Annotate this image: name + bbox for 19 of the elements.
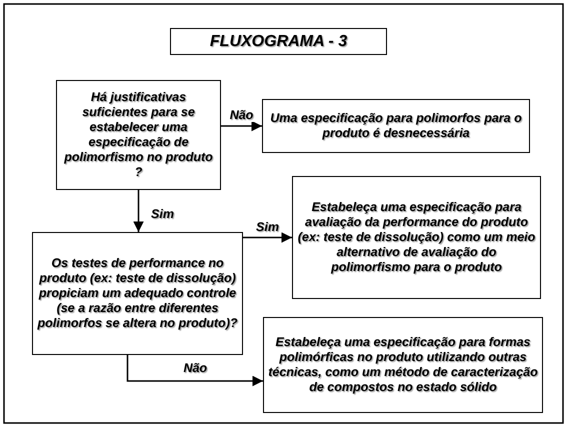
node-text: Há justificativas suficientes para se estabelecer uma especificação de polimorfismo no produto ? xyxy=(63,90,214,180)
process-box xyxy=(263,317,543,413)
node-text: Uma especificação para polimorfos para o produto é desnecessária xyxy=(269,111,523,141)
node-text: Estabeleça uma especificação para avaliação da performance do produto (ex: teste de dissolução) como um meio alternativo de avaliação do polimorfismo para o produto xyxy=(297,200,536,275)
arrow xyxy=(243,232,292,243)
edge-label: Sim xyxy=(254,220,281,234)
decision-box xyxy=(32,232,243,355)
arrow xyxy=(221,120,262,132)
arrow xyxy=(126,355,263,386)
title: FLUXOGRAMA - 3 xyxy=(170,28,387,55)
edge-label: Não xyxy=(228,108,256,122)
node-text: Estabeleça uma especificação para formas polimórficas no produto utilizando outras técnicas, como um método de caracterização de compostos no estado sólido xyxy=(268,335,538,395)
process-box xyxy=(292,176,541,299)
decision-box xyxy=(56,80,221,190)
edge-label: Não xyxy=(181,361,210,375)
edge-label: Sim xyxy=(149,207,176,221)
node-text: Os testes de performance no produto (ex: teste de dissolução) propiciam um adequado controle (se a razão entre diferentes polimorfos se altera no produto)? xyxy=(37,256,238,331)
arrow xyxy=(133,190,144,232)
process-box xyxy=(262,99,530,153)
